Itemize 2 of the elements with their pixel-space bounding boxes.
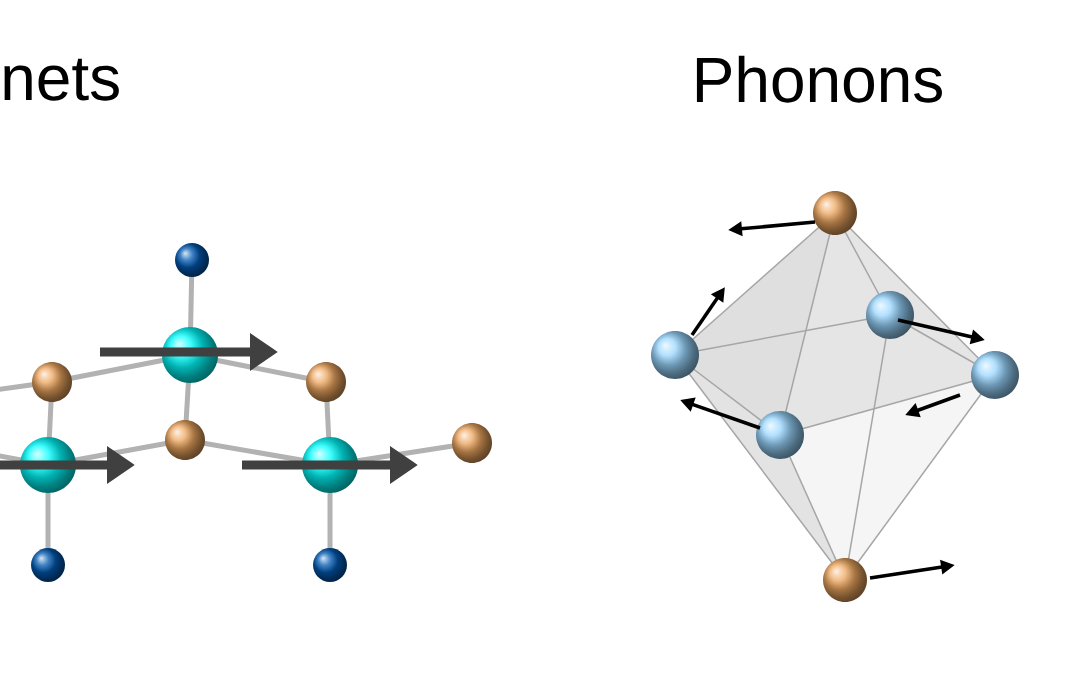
panel-title: nets bbox=[4, 58, 119, 101]
panel-title: Phonons bbox=[696, 55, 942, 103]
